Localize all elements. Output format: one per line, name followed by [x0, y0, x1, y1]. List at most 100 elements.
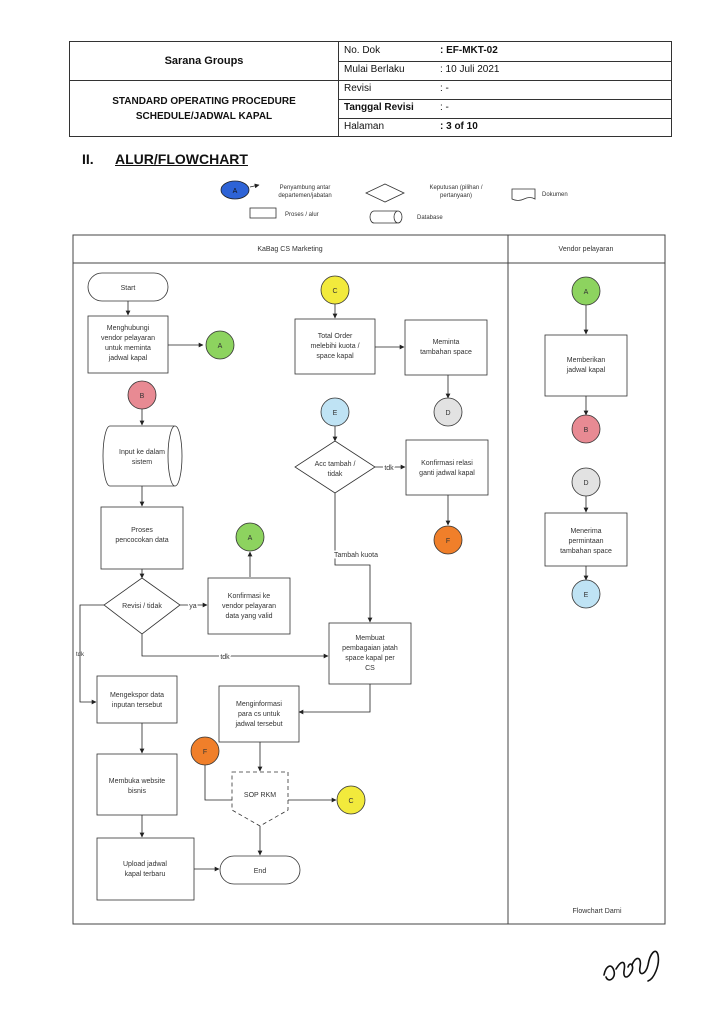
connector-letter: E: [333, 410, 338, 417]
edge-label-ya: ya: [189, 603, 197, 610]
sop-title-line2: SCHEDULE/JADWAL KAPAL: [135, 110, 273, 122]
header-meta: No. Dok: EF-MKT-02 Mulai Berlaku : 10 Jul…: [338, 42, 671, 136]
meta-label: Mulai Berlaku: [344, 64, 405, 75]
node-text: jadwal kapal: [108, 355, 148, 362]
sop-title: STANDARD OPERATING PROCEDURE SCHEDULE/JA…: [70, 80, 338, 137]
node-text: tambahan space: [560, 548, 612, 555]
node-text: ganti jadwal kapal: [419, 470, 475, 477]
footer-note: Flowchart Darni: [572, 908, 621, 915]
meta-label: No. Dok: [344, 45, 381, 56]
node-allocate-space: Membuat pembagaian jatah space kapal per…: [328, 622, 412, 685]
node-upload-schedule: Upload jadwal kapal terbaru: [96, 837, 195, 901]
meta-value: : -: [440, 83, 449, 94]
node-revision-decision: Revisi / tidak: [103, 577, 181, 635]
connector-letter: C: [348, 798, 353, 805]
legend-connector-letter: A: [233, 188, 238, 195]
node-text: jadwal tersebut: [234, 721, 282, 728]
edge-label-tdk: tdk: [76, 652, 85, 658]
legend-document-icon: [511, 188, 536, 201]
meta-value: : 10 Juli 2021: [440, 64, 500, 75]
connector-a-mid: A: [235, 522, 265, 552]
node-text: Total Order: [318, 333, 353, 340]
edge-label-tdk: tdk: [220, 654, 230, 661]
connector-letter: A: [248, 535, 253, 542]
section-title: ALUR/FLOWCHART: [115, 151, 248, 167]
header-left: Sarana Groups STANDARD OPERATING PROCEDU…: [70, 42, 339, 136]
meta-row-revision-date: Tanggal Revisi: -: [338, 99, 671, 119]
node-text: Acc tambah /: [315, 461, 356, 468]
connector-f-bottom: F: [190, 736, 220, 766]
connector-f-mid: F: [433, 525, 463, 555]
node-matching-process: Proses pencocokan data: [100, 506, 184, 570]
node-confirm-vendor: Konfirmasi ke vendor pelayaran data yang…: [207, 577, 291, 635]
connector-letter: D: [583, 480, 588, 487]
node-text: space kapal: [316, 353, 354, 360]
legend-process-icon: [249, 207, 277, 219]
meta-value: : -: [440, 102, 449, 113]
node-text: space kapal per: [345, 655, 395, 662]
node-sop-rkm: SOP RKM: [231, 771, 289, 827]
connector-b-left: B: [127, 380, 157, 410]
node-inform-cs: Menginformasi para cs untuk jadwal terse…: [218, 685, 300, 743]
node-text: Konfirmasi relasi: [421, 460, 473, 467]
node-text: Menghubungi: [107, 325, 150, 332]
node-text: untuk meminta: [105, 345, 151, 352]
node-text: SOP RKM: [244, 792, 276, 799]
edge-label-tdk: tdk: [384, 465, 394, 472]
lane-header-left: KaBag CS Marketing: [257, 246, 322, 253]
meta-row-page: Halaman: 3 of 10: [338, 118, 671, 137]
meta-row-doc-number: No. Dok: EF-MKT-02: [338, 42, 671, 62]
swimlanes: KaBag CS Marketing Vendor pelayaran: [72, 234, 666, 925]
meta-label: Halaman: [344, 121, 385, 132]
node-text: para cs untuk: [238, 711, 281, 718]
node-text: permintaan: [568, 538, 603, 545]
node-text: melebihi kuota /: [310, 343, 359, 350]
node-text: Revisi / tidak: [122, 603, 162, 610]
node-input-system: Input ke dalam sistem: [102, 425, 183, 487]
lane-header-right: Vendor pelayaran: [559, 246, 614, 253]
node-end: End: [219, 855, 301, 885]
connector-b-right: B: [571, 414, 601, 444]
node-start-label: Start: [121, 285, 136, 292]
connector-c-bottom: C: [336, 785, 366, 815]
legend: A Penyambung antar departemen/jabatan Ke…: [220, 180, 568, 224]
connector-letter: E: [584, 592, 589, 599]
connector-e-right: E: [571, 579, 601, 609]
node-open-website: Membuka website bisnis: [96, 753, 178, 816]
edge-label-tambah-kuota: Tambah kuota: [334, 552, 378, 559]
legend-decision-icon: [365, 183, 405, 203]
node-text: Konfirmasi ke: [228, 593, 271, 600]
connector-letter: B: [584, 427, 589, 434]
node-text: Meminta: [433, 339, 460, 346]
node-receive-request: Menerima permintaan tambahan space: [544, 512, 628, 567]
edges: [79, 301, 589, 872]
connector-letter: A: [218, 343, 223, 350]
legend-database-text: Database: [417, 215, 443, 221]
node-text: pencocokan data: [115, 537, 168, 544]
node-text: kapal terbaru: [125, 871, 166, 878]
edge-label-tdk: tdk: [384, 465, 394, 472]
node-start: Start: [87, 272, 169, 302]
company-name: Sarana Groups: [70, 42, 338, 81]
node-acc-decision: Acc tambah / tidak: [294, 440, 376, 494]
node-give-schedule: Memberikan jadwal kapal: [544, 334, 628, 397]
legend-database-icon: [369, 210, 403, 224]
section-heading: II.ALUR/FLOWCHART: [82, 151, 248, 167]
node-text: CS: [365, 665, 375, 672]
legend-connector-text-1: Penyambung antar: [280, 185, 331, 191]
node-text: vendor pelayaran: [222, 603, 276, 610]
connector-d-right: D: [571, 467, 601, 497]
connector-letter: C: [332, 288, 337, 295]
legend-process-text: Proses / alur: [285, 212, 319, 218]
connector-e-mid: E: [320, 397, 350, 427]
node-text: inputan tersebut: [112, 702, 162, 709]
node-text: tambahan space: [420, 349, 472, 356]
meta-row-revision: Revisi: -: [338, 80, 671, 100]
document-header: Sarana Groups STANDARD OPERATING PROCEDU…: [69, 41, 672, 137]
legend-decision-text-1: Keputusan (pilihan /: [429, 185, 482, 191]
edge-label-tdk: tdk: [220, 654, 230, 661]
legend-connector-icon: [220, 180, 250, 200]
node-text: Menerima: [570, 528, 601, 535]
connector-d-mid: D: [433, 397, 463, 427]
